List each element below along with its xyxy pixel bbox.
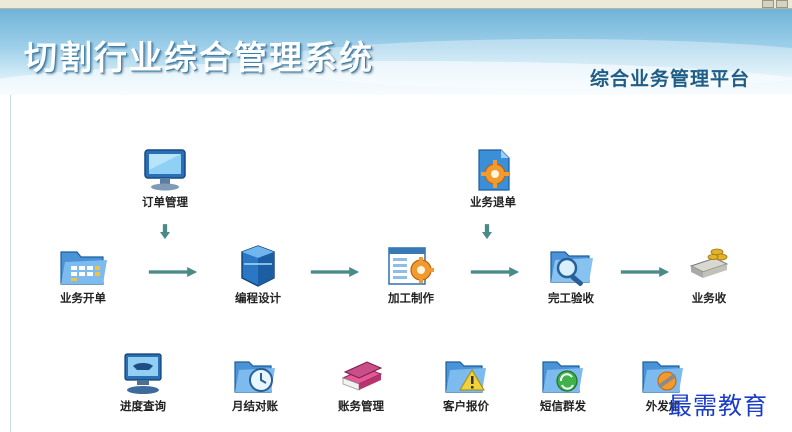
tool-label: 月结对账 — [232, 399, 278, 413]
node-label: 完工验收 — [548, 291, 594, 305]
left-divider — [10, 95, 11, 432]
window-gear-icon — [388, 247, 434, 285]
node-label: 业务退单 — [470, 195, 516, 209]
node-label: 业务开单 — [60, 291, 106, 305]
flow-node-order-management[interactable]: 订单管理 — [120, 148, 210, 210]
menu-items — [4, 0, 60, 7]
right-arrow-icon — [620, 267, 670, 277]
menu-bar — [0, 0, 792, 9]
tool-label: 进度查询 — [120, 399, 166, 413]
tool-customer-quote[interactable]: 客户报价 — [421, 352, 511, 414]
tool-account-management[interactable]: 账务管理 — [316, 352, 406, 414]
money-stack-icon — [689, 248, 729, 278]
flow-node-program-design[interactable]: 编程设计 — [213, 244, 303, 306]
node-label: 加工制作 — [388, 291, 434, 305]
down-arrow-icon — [160, 224, 170, 240]
folder-refresh-icon — [542, 361, 583, 393]
document-gear-icon — [478, 149, 510, 191]
node-label: 编程设计 — [235, 291, 281, 305]
folder-magnifier-icon — [550, 251, 593, 287]
app-title: 切割行业综合管理系统 — [24, 38, 374, 77]
tool-label: 账务管理 — [338, 399, 384, 413]
banner-wave — [0, 61, 792, 95]
right-arrow-icon — [470, 267, 520, 277]
folder-grid-icon — [60, 251, 107, 285]
tool-label: 外发加 — [645, 399, 681, 413]
banner-wave — [260, 39, 792, 89]
watermark-text: 最需教育 — [668, 392, 768, 420]
app-subtitle: 综合业务管理平台 — [590, 68, 751, 90]
minimize-button[interactable] — [762, 0, 774, 8]
node-label: 业务收 — [691, 291, 727, 305]
header-banner: 切割行业综合管理系统 综合业务管理平台 — [0, 9, 792, 95]
right-arrow-icon — [148, 267, 198, 277]
box-icon — [241, 245, 275, 287]
tool-monthly-reconciliation[interactable]: 月结对账 — [210, 352, 300, 414]
folder-warning-icon — [445, 361, 486, 393]
flow-node-business-open[interactable]: 业务开单 — [38, 244, 128, 306]
flow-node-completion-check[interactable]: 完工验收 — [526, 244, 616, 306]
tool-label: 短信群发 — [540, 399, 586, 413]
folder-clock-icon — [234, 361, 275, 393]
right-arrow-icon — [310, 267, 360, 277]
monitor-phone-icon — [124, 353, 162, 394]
node-label: 订单管理 — [142, 195, 188, 209]
monitor-icon — [144, 149, 186, 191]
window-controls — [762, 0, 790, 8]
flow-node-processing[interactable]: 加工制作 — [366, 244, 456, 306]
folder-tools-icon — [642, 361, 683, 393]
close-button[interactable] — [776, 0, 788, 8]
tool-outsourcing[interactable]: 外发加 — [618, 352, 708, 414]
flow-node-business-return[interactable]: 业务退单 — [448, 148, 538, 210]
flow-node-business-collect[interactable]: 业务收 — [664, 244, 754, 306]
tool-label: 客户报价 — [443, 399, 489, 413]
books-icon — [341, 361, 383, 391]
down-arrow-icon — [482, 224, 492, 240]
tool-sms-broadcast[interactable]: 短信群发 — [518, 352, 608, 414]
tool-progress-query[interactable]: 进度查询 — [98, 352, 188, 414]
